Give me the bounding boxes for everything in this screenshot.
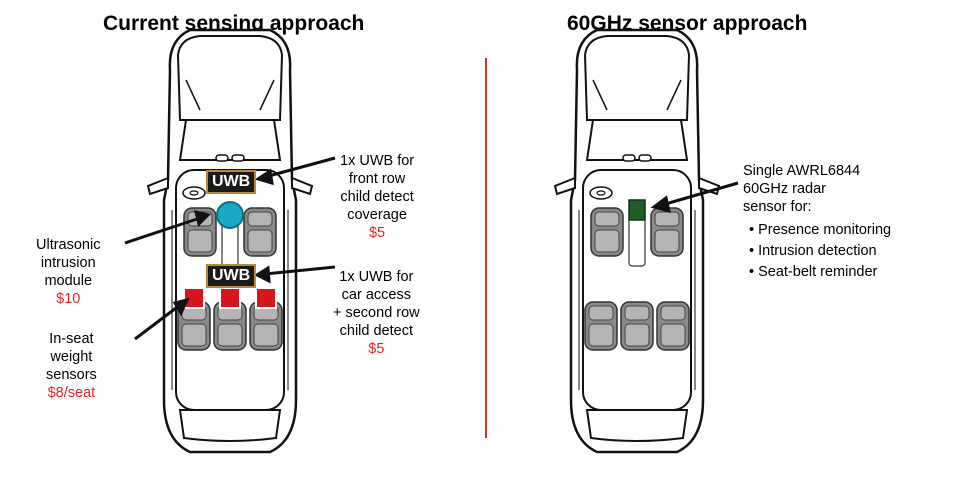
weight-sensor-marker (255, 287, 277, 309)
radar-sensor-marker (628, 199, 646, 221)
uwb-badge-front: UWB (206, 170, 257, 194)
radar-feature-list: • Presence monitoring • Intrusion detect… (749, 220, 891, 283)
feature-item: • Intrusion detection (749, 243, 877, 259)
front-uwb-label: 1x UWB for front row child detect covera… (340, 153, 415, 241)
feature-item: • Seat-belt reminder (749, 264, 878, 280)
feature-item: • Presence monitoring (749, 222, 892, 238)
callout-arrows-left (124, 156, 336, 341)
left-panel-title: Current sensing approach (103, 12, 365, 35)
callout-arrow-right (650, 181, 739, 214)
rear-uwb-label: 1x UWB for car access + second row child… (333, 269, 420, 357)
ultrasonic-label: Ultrasonic intrusion module $10 (36, 237, 101, 307)
ultrasonic-module-marker (216, 201, 244, 229)
weight-sensor-marker (183, 287, 205, 309)
weight-sensor-marker (219, 287, 241, 309)
weight-sensor-label: In-seat weight sensors $8/seat (46, 331, 97, 401)
uwb-badge-rear: UWB (206, 264, 257, 288)
radar-sensor-label: Single AWRL6844 60GHz radar sensor for: (743, 163, 861, 215)
left-car (148, 30, 312, 452)
panel-divider (485, 58, 487, 438)
right-car (555, 30, 719, 452)
